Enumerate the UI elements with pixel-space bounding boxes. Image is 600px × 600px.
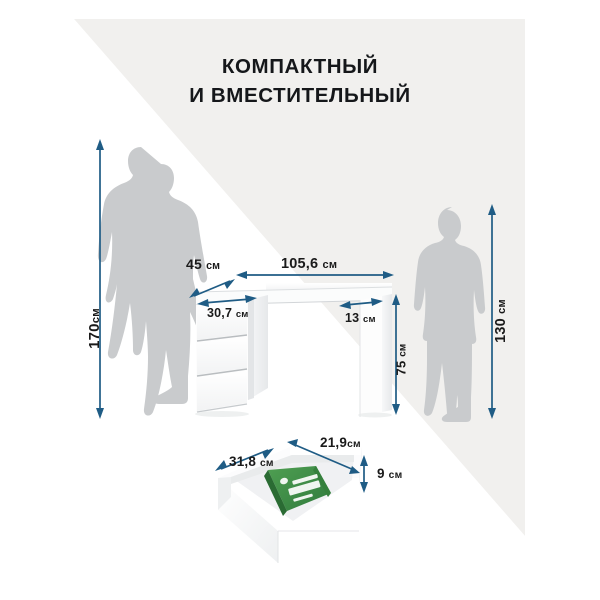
label-drawer-width: 21,9см: [320, 435, 361, 450]
label-drawer-height: 9 см: [377, 466, 403, 481]
label-desk-width: 105,6 см: [281, 256, 338, 272]
unit-cm: см: [260, 458, 274, 469]
unit-cm: см: [397, 343, 409, 357]
drawer-fronts: [196, 303, 248, 413]
label-desk-depth-top: 45 см: [186, 256, 221, 272]
label-side-panel-thickness: 13 см: [345, 311, 376, 325]
unit-cm: см: [495, 299, 508, 314]
label-drawer-block-width: 30,7 см: [207, 306, 249, 320]
unit-cm: см: [206, 260, 221, 272]
title-line-1: КОМПАКТНЫЙ: [221, 55, 379, 78]
unit-cm: см: [89, 308, 102, 324]
title-line-2: И ВМЕСТИТЕЛЬНЫЙ: [189, 84, 411, 108]
dimension-arrows: [96, 139, 496, 493]
label-desk-height: 75 см: [393, 343, 409, 376]
unit-cm: см: [388, 470, 403, 481]
unit-cm: см: [235, 309, 249, 320]
unit-cm: см: [363, 314, 376, 325]
unit-cm: см: [347, 439, 361, 450]
child-silhouette: [413, 207, 486, 422]
label-drawer-depth: 31,8 см: [229, 454, 274, 469]
open-drawer: [218, 447, 362, 563]
woman-silhouette: [97, 147, 210, 416]
unit-cm: см: [322, 259, 338, 271]
page-title: КОМПАКТНЫЙ И ВМЕСТИТЕЛЬНЫЙ: [0, 52, 600, 110]
label-person-height: 170см: [85, 308, 103, 349]
desk: [195, 283, 393, 418]
label-child-height: 130 см: [492, 299, 509, 343]
book-in-drawer: [264, 466, 331, 516]
